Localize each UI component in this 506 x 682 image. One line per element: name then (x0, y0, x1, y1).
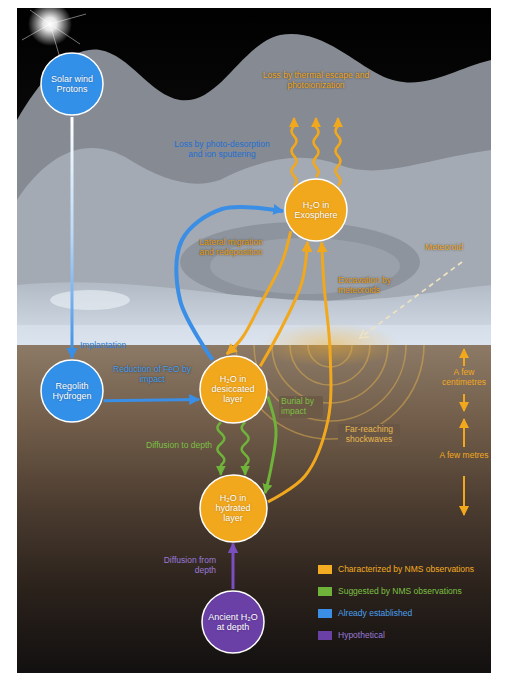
legend-swatch (318, 609, 332, 618)
sun (28, 2, 72, 46)
node-circle: H₂O in desiccated layer (199, 355, 268, 424)
edge-label: Diffusion from depth (146, 556, 216, 576)
legend-text: Characterized by NMS observations (338, 564, 474, 574)
scale-arrow (463, 476, 465, 515)
circle-outline (200, 475, 267, 542)
bright-crater (50, 290, 130, 310)
annotation-label: A few metres (438, 451, 490, 461)
flow-arrow (242, 422, 249, 474)
flow-arrow (217, 422, 224, 474)
edge-label: Implantation (80, 341, 140, 351)
regolith (17, 345, 491, 673)
flow-arrow (265, 396, 276, 493)
legend-row: Characterized by NMS observations (318, 558, 474, 580)
circle-outline (200, 356, 267, 423)
edge-label: Loss by photo-desorption and ion sputter… (172, 140, 272, 160)
scale-arrow (463, 349, 465, 366)
edge-label: Lateral migration and redeposition (194, 238, 268, 258)
flow-arrow (104, 399, 199, 400)
flow-arrow (268, 242, 331, 501)
node-text-group: H₂O in hydrated layer (207, 493, 259, 523)
sky (17, 8, 491, 673)
legend-row: Hypothetical (318, 624, 474, 646)
node-circle: Regolith Hydrogen (40, 359, 104, 423)
edge-label: Burial by impact (279, 396, 323, 418)
thermal-escape-arrows (292, 118, 341, 186)
legend-swatch (318, 587, 332, 596)
node-text-group: H₂O in desiccated layer (207, 374, 259, 404)
circle-outline (41, 360, 103, 422)
wavy-arrow (314, 118, 319, 177)
annotation-label: A few centimetres (438, 368, 490, 388)
flow-arrow (260, 242, 307, 366)
flow-arrow (71, 117, 74, 358)
node-circle: H₂O in Exosphere (284, 178, 348, 242)
wavy-arrow (336, 118, 341, 186)
node-label: Regolith Hydrogen (46, 381, 98, 401)
node-label: H₂O in desiccated layer (207, 374, 259, 404)
legend-row: Already established (318, 602, 474, 624)
circle-outline (285, 179, 347, 241)
annotation-label: Far-reaching shockwaves (338, 424, 400, 446)
circle-outline (41, 53, 103, 115)
node-label: H₂O in hydrated layer (207, 493, 259, 523)
flow-arrow (176, 207, 283, 360)
legend-swatch (318, 631, 332, 640)
node-circle: Ancient H₂O at depth (201, 590, 265, 654)
circle-outline (202, 591, 264, 653)
node-text-group: Regolith Hydrogen (46, 381, 98, 401)
edge-label: Diffusion to depth (146, 441, 212, 451)
node-label: H₂O in Exosphere (290, 200, 342, 220)
scale-arrow (463, 419, 465, 447)
scale-arrow (463, 394, 465, 411)
meteoroid-path (360, 262, 462, 338)
meteoroid-head (360, 330, 369, 338)
edge-label: Reduction of FeO by impact (106, 365, 198, 385)
legend-text: Already established (338, 608, 412, 618)
node-text-group: H₂O in Exosphere (290, 200, 342, 220)
node-text-group: Solar wind Protons (46, 74, 98, 94)
legend-row: Suggested by NMS observations (318, 580, 474, 602)
node-label: Ancient H₂O at depth (207, 612, 259, 632)
legend-swatch (318, 565, 332, 574)
node-label: Solar wind Protons (46, 74, 98, 94)
legend: Characterized by NMS observationsSuggest… (318, 558, 474, 646)
node-circle: Solar wind Protons (40, 52, 104, 116)
legend-text: Hypothetical (338, 630, 385, 640)
wavy-arrow (292, 118, 297, 186)
node-text-group: Ancient H₂O at depth (207, 612, 259, 632)
flow-arrow (232, 544, 235, 590)
annotation-label: Loss by thermal escape and photoionizati… (261, 71, 371, 91)
annotation-label: Meteoroid (414, 243, 474, 253)
legend-text: Suggested by NMS observations (338, 586, 462, 596)
node-circle: H₂O in hydrated layer (199, 474, 268, 543)
edge-label: Excavation by meteoroids (338, 276, 400, 296)
